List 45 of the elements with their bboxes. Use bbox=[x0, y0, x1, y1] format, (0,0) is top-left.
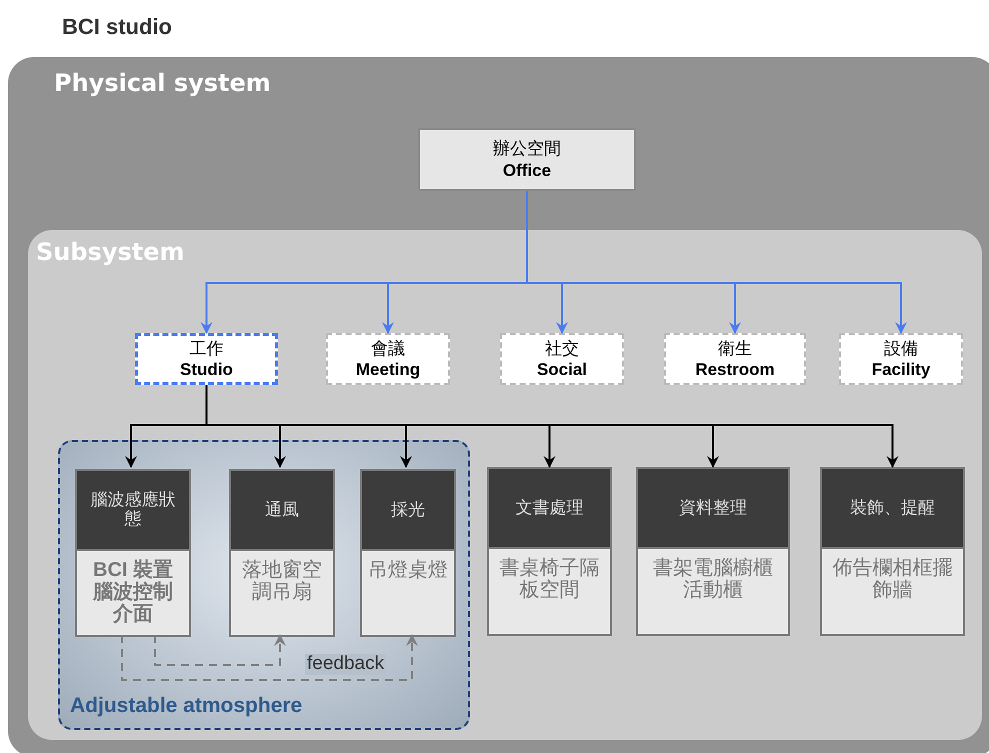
feedback-arrow bbox=[121, 634, 418, 681]
item-list: 吊燈桌燈 bbox=[362, 551, 454, 635]
subsystem-panel bbox=[28, 230, 982, 740]
card-heading: 裝飾、提醒 bbox=[822, 469, 963, 549]
function-card bbox=[360, 469, 456, 637]
item-list: 佈告欄相框擺飾牆 bbox=[822, 549, 963, 634]
feedback-arrow bbox=[154, 634, 286, 666]
function-card bbox=[75, 469, 191, 637]
function-card bbox=[487, 467, 612, 636]
function-card bbox=[820, 467, 965, 636]
card-heading: 資料整理 bbox=[638, 469, 788, 549]
card-heading: 文書處理 bbox=[489, 469, 610, 549]
category-box bbox=[500, 333, 624, 385]
category-box bbox=[326, 333, 450, 385]
card-heading: 採光 bbox=[362, 471, 454, 551]
english-label: Social bbox=[536, 359, 588, 380]
card-heading: 腦波感應狀態 bbox=[77, 471, 189, 551]
chinese-label: 設備 bbox=[884, 338, 918, 359]
panel-title: Physical system bbox=[54, 69, 271, 97]
function-card bbox=[229, 469, 335, 637]
chinese-label: 工作 bbox=[190, 338, 224, 359]
english-label: Meeting bbox=[356, 359, 420, 380]
category-box bbox=[135, 333, 278, 385]
group-title: Adjustable atmosphere bbox=[70, 694, 302, 718]
system-panel bbox=[8, 57, 989, 753]
chinese-label: 衛生 bbox=[718, 338, 752, 359]
edge-label: feedback bbox=[305, 654, 386, 675]
diagram-title: BCI studio bbox=[62, 14, 172, 40]
item-list: BCI 裝置腦波控制介面 bbox=[77, 551, 189, 635]
atmosphere-group bbox=[58, 440, 470, 730]
chinese-label: 辦公空間 bbox=[493, 138, 561, 160]
item-list: 書架電腦櫥櫃活動櫃 bbox=[638, 549, 788, 634]
office-box bbox=[418, 128, 636, 191]
english-label: Studio bbox=[180, 359, 233, 380]
category-box bbox=[664, 333, 806, 385]
english-label: Restroom bbox=[695, 359, 775, 380]
chinese-label: 社交 bbox=[545, 338, 579, 359]
function-card bbox=[636, 467, 790, 636]
card-heading: 通風 bbox=[231, 471, 333, 551]
english-label: Office bbox=[502, 160, 552, 181]
category-box bbox=[839, 333, 963, 385]
item-list: 落地窗空調吊扇 bbox=[231, 551, 333, 635]
chinese-label: 會議 bbox=[371, 338, 405, 359]
item-list: 書桌椅子隔板空間 bbox=[489, 549, 610, 634]
english-label: Facility bbox=[872, 359, 930, 380]
